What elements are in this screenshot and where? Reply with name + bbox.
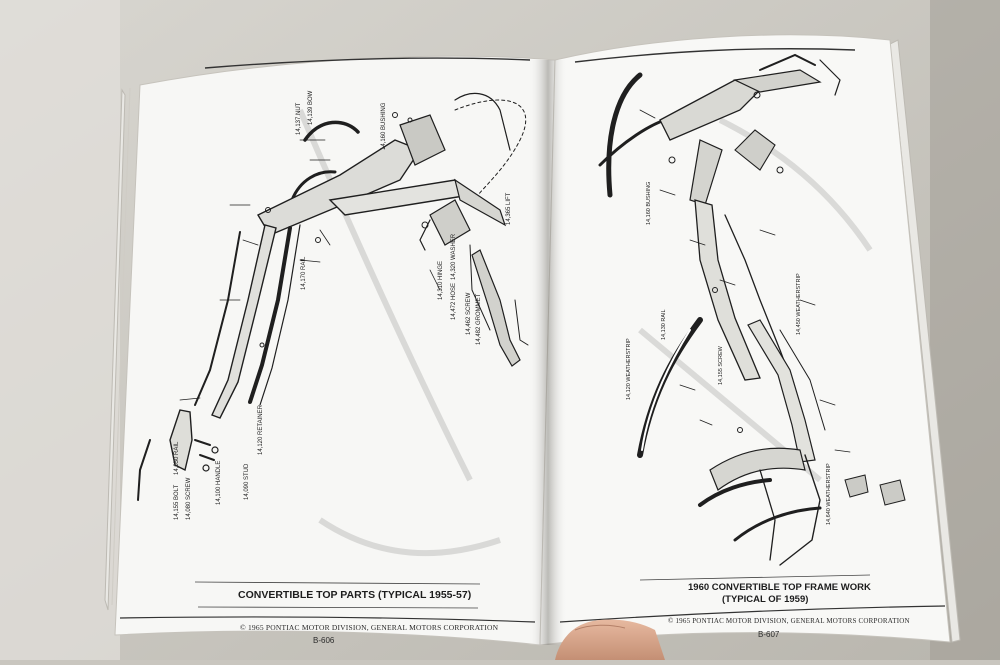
hand-thumb (555, 619, 665, 660)
left-bottom-rule (119, 616, 536, 623)
right-label-4: 14,450 WEATHERSTRIP (796, 273, 802, 335)
right-label-5: 14,640 WEATHERSTRIP (826, 463, 832, 525)
left-label-6: 14,310 HINGE (438, 261, 444, 300)
right-label-1: 14,130 RAIL (661, 309, 667, 340)
right-bottom-rule (559, 605, 946, 623)
left-label-13: 14,139 BOW (308, 90, 314, 125)
right-caption-line1: 1960 CONVERTIBLE TOP FRAME WORK (688, 582, 871, 593)
left-sheet (0, 0, 120, 660)
left-exploded-diagram (137, 92, 529, 501)
left-page-stack (104, 88, 126, 611)
right-exploded-diagram (598, 53, 906, 566)
left-label-2: 14,080 SCREW (186, 477, 192, 520)
left-label-0: 14,050 RAIL (174, 441, 180, 475)
left-caption: CONVERTIBLE TOP PARTS (TYPICAL 1955-57) (238, 589, 472, 601)
left-page (114, 55, 556, 646)
left-label-14: 14,170 RAIL (301, 256, 307, 290)
right-shadow (930, 0, 1000, 660)
right-top-rule (574, 48, 856, 63)
right-label-3: 14,160 BUSHING (646, 182, 652, 225)
left-label-15: 14,365 LIFT (506, 192, 512, 225)
left-label-9: 14,462 SCREW (466, 292, 472, 335)
right-page (539, 34, 951, 646)
left-label-11: 14,472 HOSE (451, 283, 457, 320)
left-label-12: 14,137 NUT (296, 102, 302, 135)
left-page-number: B-606 (313, 636, 335, 645)
right-page-stack (889, 39, 961, 643)
left-label-10: 14,482 GROMMET (476, 293, 482, 345)
left-label-5: 14,100 HANDLE (216, 461, 222, 505)
right-page-number: B-607 (758, 630, 780, 639)
left-label-8: 14,160 BUSHING (381, 102, 387, 150)
left-top-rule (204, 57, 531, 69)
left-label-4: 14,120 RETAINER (258, 404, 264, 455)
gutter-shadow (528, 60, 568, 645)
left-label-1: 14,155 BOLT (174, 484, 180, 520)
left-labels: 14,050 RAIL 14,155 BOLT 14,080 SCREW 14,… (174, 90, 512, 520)
right-label-2: 14,155 SCREW (718, 345, 724, 385)
left-footer: © 1965 PONTIAC MOTOR DIVISION, GENERAL M… (240, 623, 499, 632)
left-label-3: 14,090 STUD (244, 463, 250, 500)
left-label-7: 14,320 WASHER (451, 233, 457, 280)
right-labels: 14,120 WEATHERSTRIP 14,130 RAIL 14,155 S… (626, 182, 832, 525)
right-footer: © 1965 PONTIAC MOTOR DIVISION, GENERAL M… (668, 617, 910, 625)
right-label-0: 14,120 WEATHERSTRIP (626, 338, 632, 400)
right-caption-line2: (TYPICAL OF 1959) (722, 594, 809, 605)
